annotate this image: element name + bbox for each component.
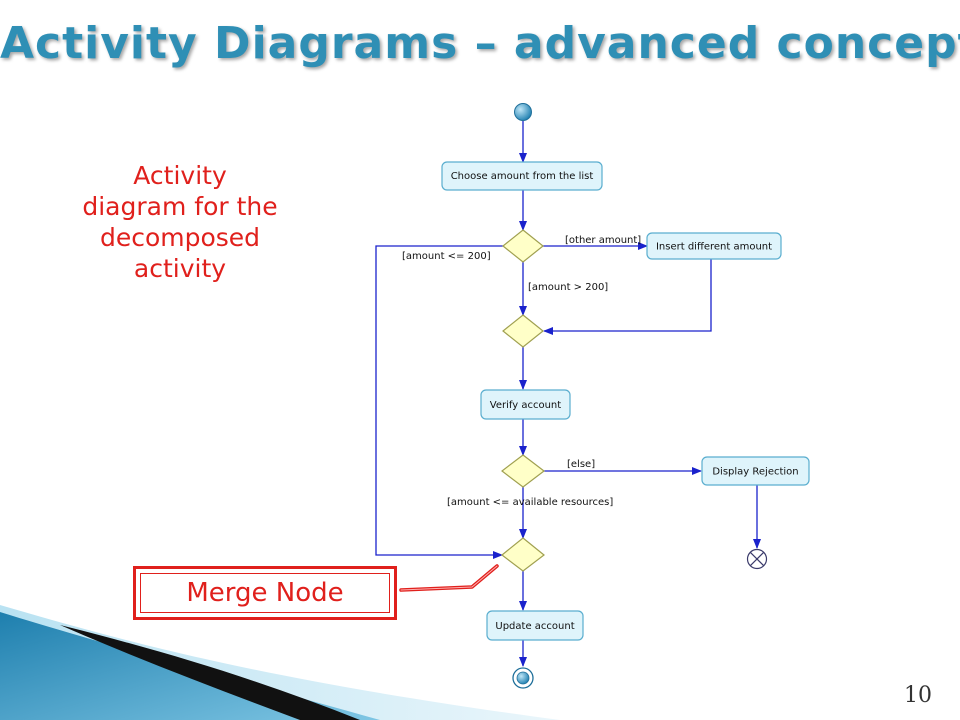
guard-amount-gt-200: [amount > 200] (528, 282, 608, 293)
slide-title: Activity Diagrams – advanced concepts (0, 18, 960, 69)
activity-final-node (512, 667, 534, 689)
diagram-caption: Activity diagram for the decomposed acti… (50, 160, 310, 284)
action-update-account: Update account (486, 610, 584, 641)
action-label: Insert different amount (656, 242, 772, 253)
flow-final-node (746, 548, 768, 570)
merge-node-callout: Merge Node (133, 566, 397, 620)
caption-line: diagram for the (82, 192, 278, 221)
caption-line: decomposed (99, 223, 261, 252)
caption-line: activity (133, 254, 227, 283)
page-number: 10 (904, 683, 932, 708)
decision-node-amount (502, 229, 544, 263)
flow-decision1-to-merge2 (375, 245, 503, 559)
guard-else: [else] (567, 459, 595, 470)
action-verify-account: Verify account (480, 389, 571, 420)
initial-node (514, 103, 532, 121)
action-display-rejection: Display Rejection (701, 456, 810, 486)
callout-label: Merge Node (186, 578, 344, 608)
guard-amount-le-resources: [amount <= available resources] (447, 497, 613, 508)
action-choose-amount: Choose amount from the list (441, 161, 603, 191)
merge-node-amount (502, 314, 544, 348)
merge-node-update (501, 537, 545, 572)
decision-node-resources (501, 454, 545, 488)
guard-other-amount: [other amount] (565, 235, 641, 246)
action-label: Display Rejection (712, 467, 798, 478)
callout-pointer-highlight (400, 565, 498, 591)
action-label: Verify account (490, 400, 561, 411)
action-label: Choose amount from the list (451, 171, 594, 182)
control-flows (375, 121, 761, 667)
guard-amount-le-200: [amount <= 200] (402, 251, 491, 262)
action-insert-different-amount: Insert different amount (646, 232, 782, 260)
flow-insert-to-merge1 (543, 259, 712, 335)
action-label: Update account (495, 621, 574, 632)
callout-inner-border (140, 573, 390, 613)
caption-line: Activity (133, 161, 227, 190)
